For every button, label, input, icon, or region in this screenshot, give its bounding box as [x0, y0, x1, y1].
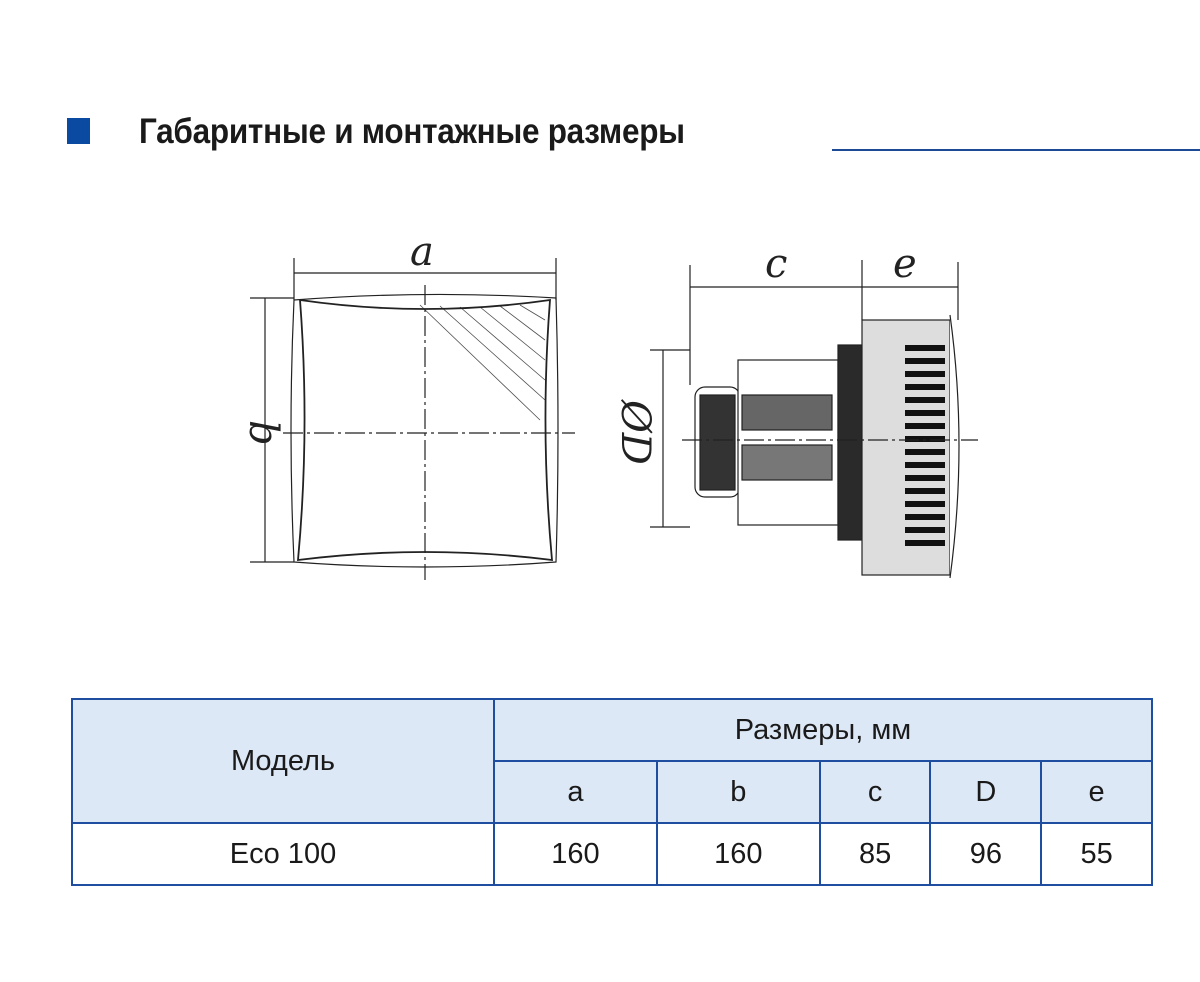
value-cell: 55	[1040, 822, 1153, 886]
col-header: b	[655, 760, 821, 824]
model-cell: Eco 100	[71, 822, 495, 886]
col-header: e	[1040, 760, 1153, 824]
dims-header: Размеры, мм	[493, 698, 1153, 762]
label-a: a	[410, 229, 434, 275]
col-header: c	[818, 760, 932, 824]
grille	[905, 345, 945, 546]
value-cell: 160	[493, 822, 658, 886]
label-c: c	[765, 241, 787, 287]
title-rule	[832, 149, 1200, 151]
label-D: ØD	[612, 399, 658, 465]
model-header: Модель	[71, 698, 495, 824]
col-header: a	[493, 760, 658, 824]
value-cell: 160	[655, 822, 821, 886]
dimensions-table: Модель Размеры, мм a b c D e Eco 100 160…	[71, 698, 1153, 886]
side-view	[650, 260, 978, 579]
label-e: e	[893, 241, 917, 287]
dimension-drawing: a c e b ØD	[240, 229, 978, 580]
table-row: Eco 100 160 160 85 96 55	[71, 822, 1153, 886]
value-cell: 96	[929, 822, 1043, 886]
label-b: b	[240, 420, 286, 446]
section-marker	[67, 118, 90, 144]
col-header: D	[929, 760, 1043, 824]
value-cell: 85	[818, 822, 932, 886]
front-view	[250, 258, 575, 580]
section-title: Габаритные и монтажные размеры	[139, 112, 685, 151]
